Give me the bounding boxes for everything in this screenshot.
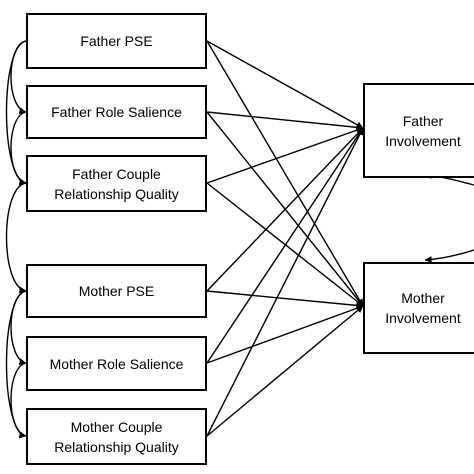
covariance-mother_pse-mother_role_salience <box>10 286 34 366</box>
path-mother_role_salience-to-father_involvement <box>206 127 364 364</box>
path-mother_pse-to-father_involvement <box>206 127 364 292</box>
path-father_pse-to-mother_involvement <box>206 40 364 307</box>
node-mother-couple-relationship-quality: Mother Couple Relationship Quality <box>26 408 207 465</box>
covariance-arcs <box>5 36 34 439</box>
path-mother_role_salience-to-mother_involvement <box>206 304 364 364</box>
path-father_role_salience-to-father_involvement <box>206 111 364 131</box>
path-mother_couple_relationship_quality-to-mother_involvement <box>206 305 364 437</box>
regression-paths <box>206 40 364 437</box>
node-father-pse: Father PSE <box>26 13 207 69</box>
node-mother-role-salience: Mother Role Salience <box>26 336 207 391</box>
covariance-father_couple_relationship_quality-mother_pse <box>5 178 34 294</box>
covariance-father_pse-father_role_salience <box>10 36 34 115</box>
node-father-couple-relationship-quality: Father Couple Relationship Quality <box>26 155 207 212</box>
node-father-role-salience: Father Role Salience <box>26 85 207 139</box>
path-father_pse-to-father_involvement <box>206 40 364 129</box>
covariance-father_role_salience-father_couple_relationship_quality <box>10 107 34 186</box>
residual-covariance <box>424 171 474 264</box>
residual-arrow-mother-involvement <box>424 249 474 264</box>
node-father-involvement: Father Involvement <box>363 83 474 178</box>
covariance-mother_role_salience-mother_couple_relationship_quality <box>10 358 34 439</box>
covariance-father_pse-father_couple_relationship_quality <box>5 36 34 186</box>
node-mother-pse: Mother PSE <box>26 264 207 318</box>
node-mother-involvement: Mother Involvement <box>363 262 474 354</box>
path-mother_couple_relationship_quality-to-father_involvement <box>206 127 364 437</box>
path-mother_pse-to-mother_involvement <box>206 290 364 309</box>
path-father_couple_relationship_quality-to-father_involvement <box>206 126 364 184</box>
